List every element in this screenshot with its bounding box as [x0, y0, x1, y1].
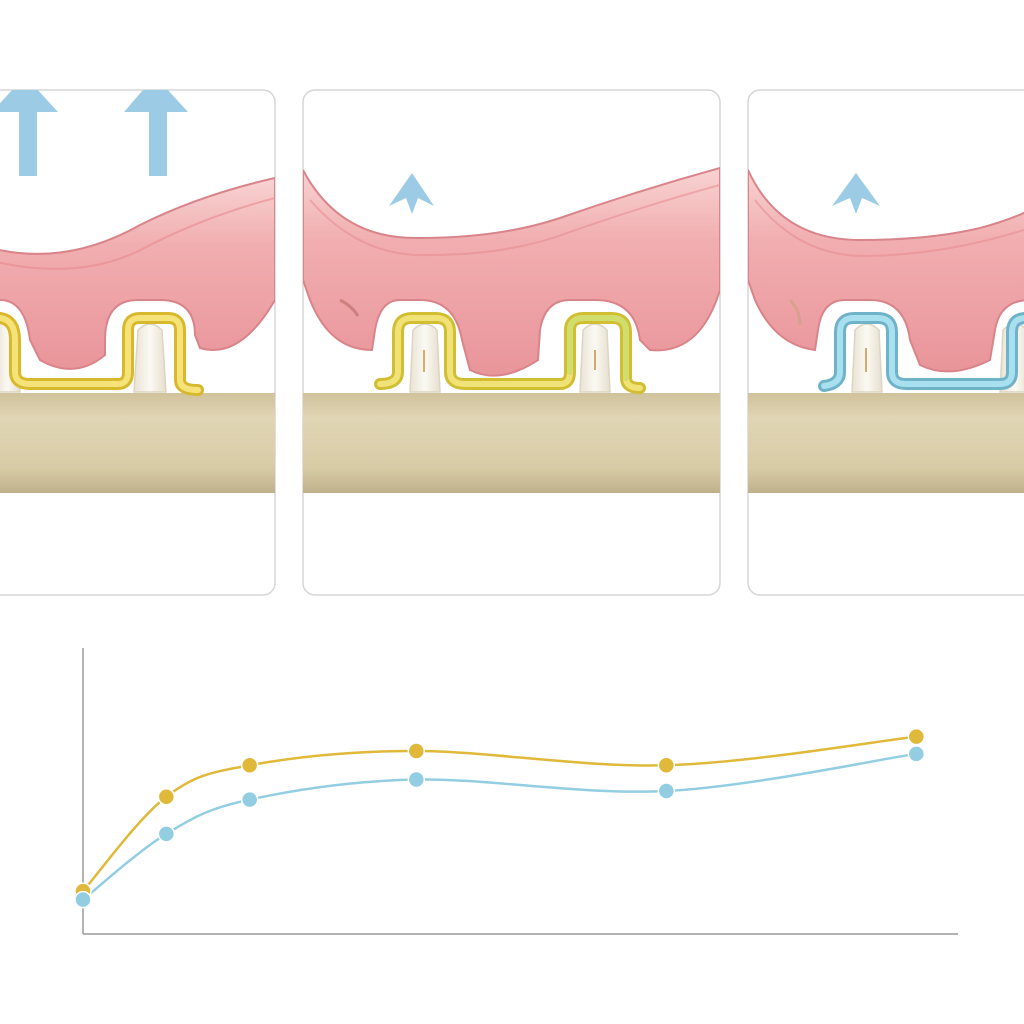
panel-1 — [0, 89, 276, 596]
denture-gum-base — [0, 176, 275, 370]
gum-contour-line — [0, 197, 275, 270]
data-point-series-2 — [407, 770, 426, 789]
denture-gum-base — [303, 166, 720, 377]
denture-gum-base — [748, 169, 1024, 373]
data-point-series-1 — [157, 787, 176, 806]
abutment-tooth — [133, 323, 167, 393]
data-point-series-1 — [240, 756, 259, 775]
gum-contour-line — [309, 184, 720, 257]
small-up-arrow-icon — [389, 173, 434, 214]
data-point-series-2 — [240, 790, 259, 809]
data-point-series-2 — [907, 745, 926, 763]
data-point-series-2 — [74, 890, 92, 909]
panel-3 — [747, 89, 1024, 596]
panel-2 — [302, 89, 721, 596]
bone-ridge — [748, 393, 1024, 493]
small-up-arrow-icon — [832, 173, 880, 214]
bone-ridge — [303, 393, 720, 493]
data-point-series-1 — [407, 742, 426, 760]
retention-line-chart — [74, 648, 958, 935]
gum-contour-line — [754, 199, 1024, 258]
chart-series-layer — [74, 727, 926, 909]
series-line-1 — [82, 735, 917, 892]
data-point-series-1 — [657, 756, 676, 775]
bone-ridge — [0, 393, 275, 493]
series-line-2 — [82, 752, 917, 901]
data-point-series-2 — [157, 825, 176, 843]
data-point-series-2 — [657, 782, 676, 800]
data-point-series-1 — [907, 727, 926, 746]
large-up-arrow-icon — [124, 90, 188, 176]
large-up-arrow-icon — [0, 90, 58, 176]
